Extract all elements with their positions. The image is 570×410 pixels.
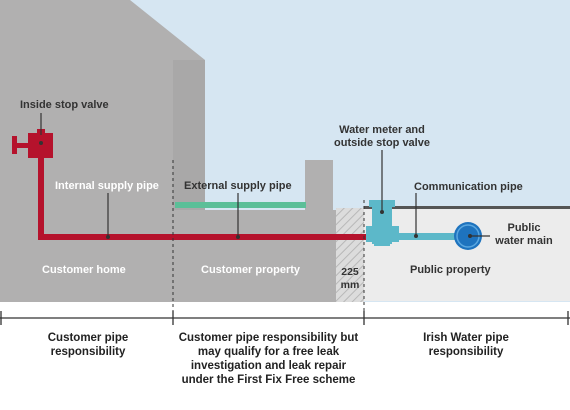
- label-customer-home: Customer home: [42, 264, 126, 276]
- internal-supply-riser: [38, 148, 44, 240]
- customer-responsibility-line2: responsibility: [50, 346, 126, 358]
- label-public-water-main-line1: Public: [507, 222, 541, 234]
- label-public-water-main-line2: water main: [495, 235, 553, 247]
- shared-responsibility-line3: investigation and leak repair: [190, 360, 347, 372]
- customer-responsibility-line1: Customer pipe: [47, 332, 129, 344]
- shared-responsibility-line2: may qualify for a free leak: [197, 346, 340, 358]
- label-water-meter-line2: outside stop valve: [334, 137, 430, 149]
- irish-water-responsibility-line2: responsibility: [428, 346, 504, 358]
- irish-water-responsibility-caption: Irish Water pipe responsibility: [370, 331, 562, 359]
- label-water-meter: Water meter and outside stop valve: [325, 124, 439, 150]
- label-public-water-main: Public water main: [488, 222, 560, 248]
- label-225mm: 225 mm: [336, 266, 364, 292]
- label-water-meter-line1: Water meter and: [339, 124, 425, 136]
- label-inside-stop-valve: Inside stop valve: [20, 99, 109, 111]
- label-external-supply-pipe: External supply pipe: [184, 180, 292, 192]
- shared-responsibility-line1: Customer pipe responsibility but: [178, 332, 359, 344]
- irish-water-responsibility-line1: Irish Water pipe: [423, 332, 509, 344]
- external-supply-pipe: [175, 202, 306, 208]
- house-building: [0, 0, 205, 302]
- shared-responsibility-line4: under the First Fix Free scheme: [181, 374, 356, 386]
- label-customer-property: Customer property: [201, 264, 301, 276]
- customer-responsibility-caption: Customer pipe responsibility: [10, 331, 166, 359]
- label-225mm-line2: mm: [340, 279, 360, 291]
- label-communication-pipe: Communication pipe: [414, 181, 523, 193]
- label-internal-supply-pipe: Internal supply pipe: [55, 180, 159, 192]
- internal-supply-pipe: [38, 234, 372, 240]
- label-225mm-line1: 225: [341, 266, 359, 278]
- boundary-strip-hatch: [336, 208, 364, 302]
- label-public-property: Public property: [410, 264, 491, 276]
- public-ground-surface: [364, 206, 570, 209]
- boundary-wall: [205, 160, 333, 302]
- shared-responsibility-caption: Customer pipe responsibility but may qua…: [173, 331, 364, 387]
